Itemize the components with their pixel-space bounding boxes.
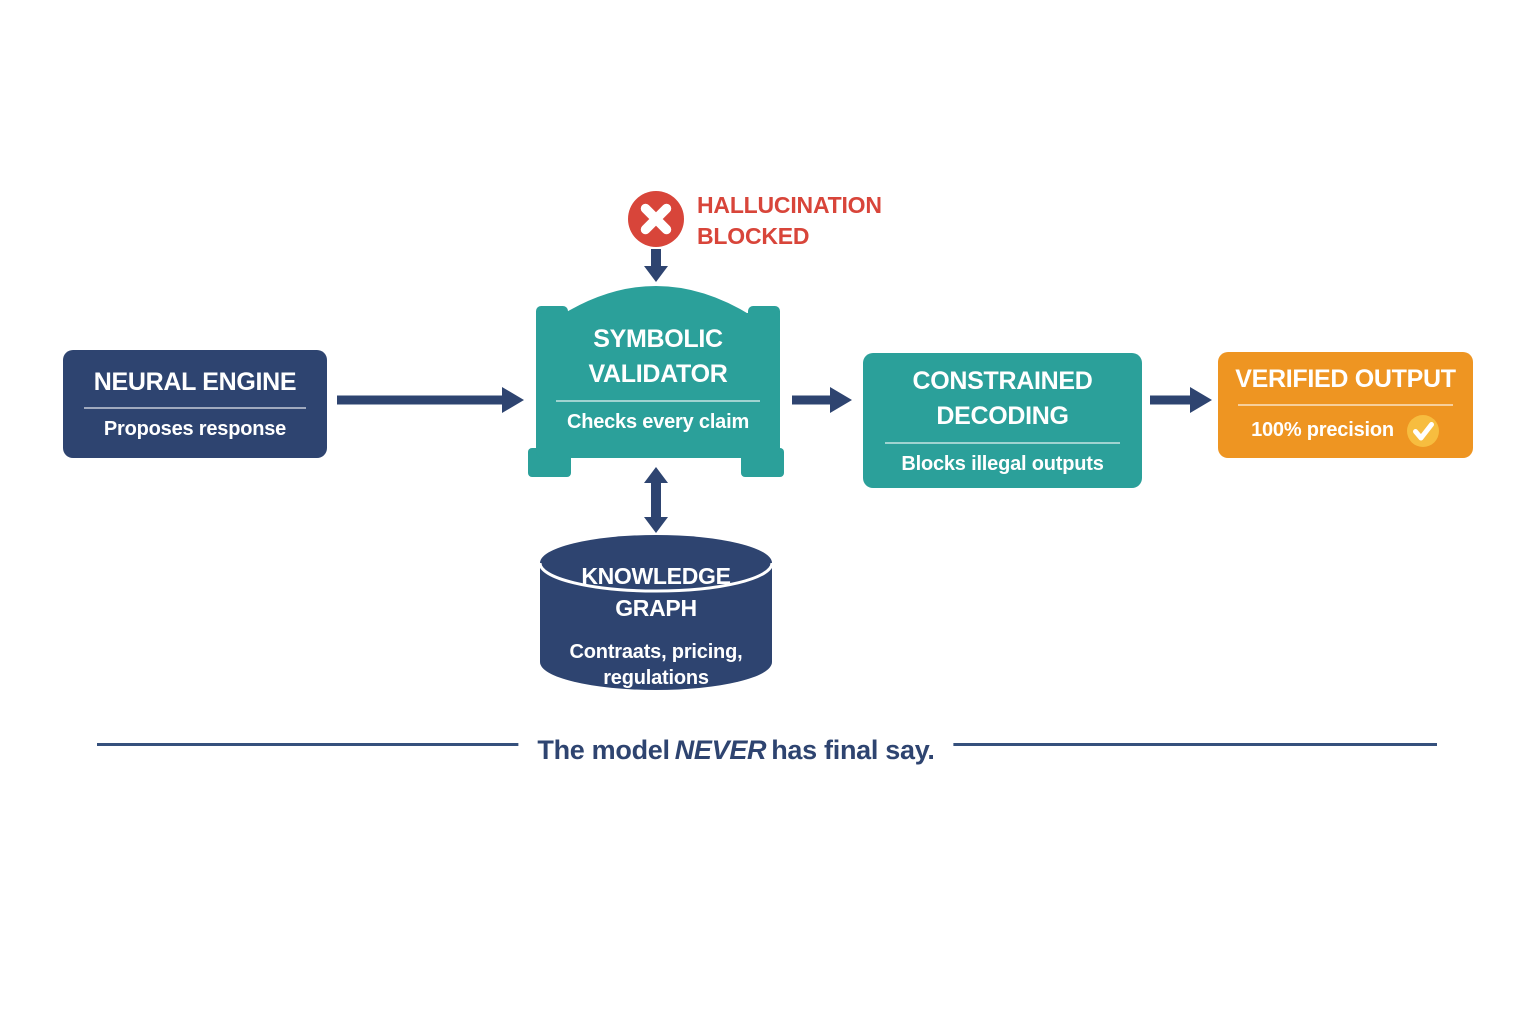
validator-title-line1: SYMBOLIC — [593, 324, 723, 353]
output-subtitle: 100% precision — [1251, 419, 1394, 442]
divider — [555, 399, 761, 402]
validator-subtitle: Checks every claim — [566, 410, 750, 433]
database-cylinder-shape — [538, 535, 774, 690]
knowledge-title: KNOWLEDGE GRAPH — [581, 562, 731, 622]
validator-title-line2: VALIDATOR — [588, 360, 728, 389]
decoding-title-line1: CONSTRAINED — [912, 366, 1093, 395]
footer-emphasis: NEVER — [674, 735, 767, 765]
node-symbolic-validator: SYMBOLIC VALIDATOR Checks every claim — [536, 313, 780, 458]
divider — [885, 441, 1120, 444]
callout-line2: BLOCKED — [697, 223, 810, 249]
hallucination-blocked-label: HALLUCINATION BLOCKED — [697, 190, 882, 252]
arrow-neural-to-validator — [337, 387, 524, 413]
divider — [1238, 404, 1453, 407]
knowledge-subtitle-line2: regulations — [603, 666, 709, 689]
arrow-validator-to-decoding — [792, 387, 852, 413]
node-neural-engine: NEURAL ENGINE Proposes response — [63, 350, 327, 458]
decoding-title-line2: DECODING — [936, 402, 1069, 431]
validator-shape — [528, 286, 784, 477]
arrow-blocked-down — [644, 249, 668, 282]
output-title: VERIFIED OUTPUT — [1235, 364, 1456, 393]
node-knowledge-graph: KNOWLEDGE GRAPH Contraats, pricing, regu… — [540, 563, 772, 689]
knowledge-subtitle-line1: Contraats, pricing, — [569, 641, 743, 664]
arrow-validator-knowledge-bidirectional — [644, 467, 668, 533]
arrow-decoding-to-output — [1150, 387, 1212, 413]
callout-line1: HALLUCINATION — [697, 192, 882, 218]
divider — [84, 407, 306, 410]
footer-suffix: has final say. — [771, 735, 935, 765]
neural-engine-subtitle: Proposes response — [103, 418, 287, 441]
check-circle-icon — [1406, 415, 1439, 448]
decoding-subtitle: Blocks illegal outputs — [901, 452, 1104, 475]
node-verified-output: VERIFIED OUTPUT 100% precision — [1218, 352, 1473, 458]
node-constrained-decoding: CONSTRAINED DECODING Blocks illegal outp… — [863, 353, 1142, 488]
neural-engine-title: NEURAL ENGINE — [93, 367, 297, 396]
x-circle-icon — [628, 191, 684, 247]
footer-prefix: The model — [537, 735, 670, 765]
